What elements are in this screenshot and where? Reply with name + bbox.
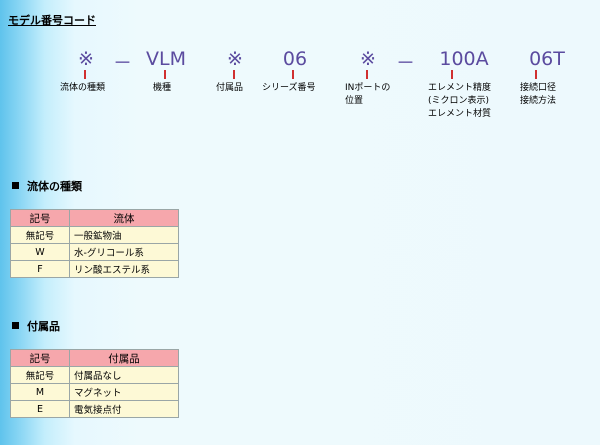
label-fluid-type: 流体の種類 [60, 83, 106, 93]
code-fluid-type: ※ [78, 48, 94, 70]
code-connection: 06T [529, 48, 565, 70]
table-header-row: 記号 付属品 [10, 349, 179, 367]
cell-code: W [10, 243, 70, 261]
cell-desc: 水-グリコール系 [69, 243, 179, 261]
tick-3 [233, 70, 235, 79]
cell-code: 無記号 [10, 366, 70, 384]
section-heading-accessory: 付属品 [12, 318, 60, 334]
label-element: エレメント精度(ミクロン表示)エレメント材質 [428, 83, 492, 119]
code-in-port: ※ [360, 48, 376, 70]
label-accessory: 付属品 [216, 83, 244, 93]
accessory-table: 記号 付属品 無記号 付属品なし M マグネット E 電気接点付 [10, 349, 179, 418]
cell-code: E [10, 400, 70, 418]
tick-1 [84, 70, 86, 79]
tick-7 [535, 70, 537, 79]
fluid-table: 記号 流体 無記号 一般鉱物油 W 水-グリコール系 F リン酸エステル系 [10, 209, 179, 278]
column-header-accessory: 付属品 [69, 349, 179, 367]
code-dash-1: － [113, 52, 133, 74]
code-accessory: ※ [227, 48, 243, 70]
table-row: E 電気接点付 [10, 400, 179, 418]
table-row: F リン酸エステル系 [10, 260, 179, 278]
tick-4 [292, 70, 294, 79]
page-title: モデル番号コード [8, 14, 96, 27]
cell-desc: 一般鉱物油 [69, 226, 179, 244]
code-model: VLM [146, 48, 186, 70]
cell-code: F [10, 260, 70, 278]
column-header-code: 記号 [10, 349, 70, 367]
code-element: 100A [439, 48, 489, 70]
label-in-port: INポートの位置 [345, 83, 391, 106]
column-header-code: 記号 [10, 209, 70, 227]
tick-5 [366, 70, 368, 79]
tick-2 [164, 70, 166, 79]
cell-desc: 付属品なし [69, 366, 179, 384]
cell-code: 無記号 [10, 226, 70, 244]
tick-6 [451, 70, 453, 79]
square-bullet-icon [12, 322, 19, 329]
label-series: シリーズ番号 [262, 83, 316, 93]
table-row: M マグネット [10, 383, 179, 401]
section-heading-fluid: 流体の種類 [12, 178, 82, 194]
cell-desc: 電気接点付 [69, 400, 179, 418]
table-row: 無記号 一般鉱物油 [10, 226, 179, 244]
code-dash-2: － [396, 52, 416, 74]
table-row: 無記号 付属品なし [10, 366, 179, 384]
cell-desc: リン酸エステル系 [69, 260, 179, 278]
column-header-fluid: 流体 [69, 209, 179, 227]
cell-code: M [10, 383, 70, 401]
square-bullet-icon [12, 182, 19, 189]
table-row: W 水-グリコール系 [10, 243, 179, 261]
table-header-row: 記号 流体 [10, 209, 179, 227]
label-model: 機種 [153, 83, 172, 93]
label-connection: 接続口径接続方法 [520, 83, 557, 106]
cell-desc: マグネット [69, 383, 179, 401]
code-series: 06 [282, 48, 308, 70]
